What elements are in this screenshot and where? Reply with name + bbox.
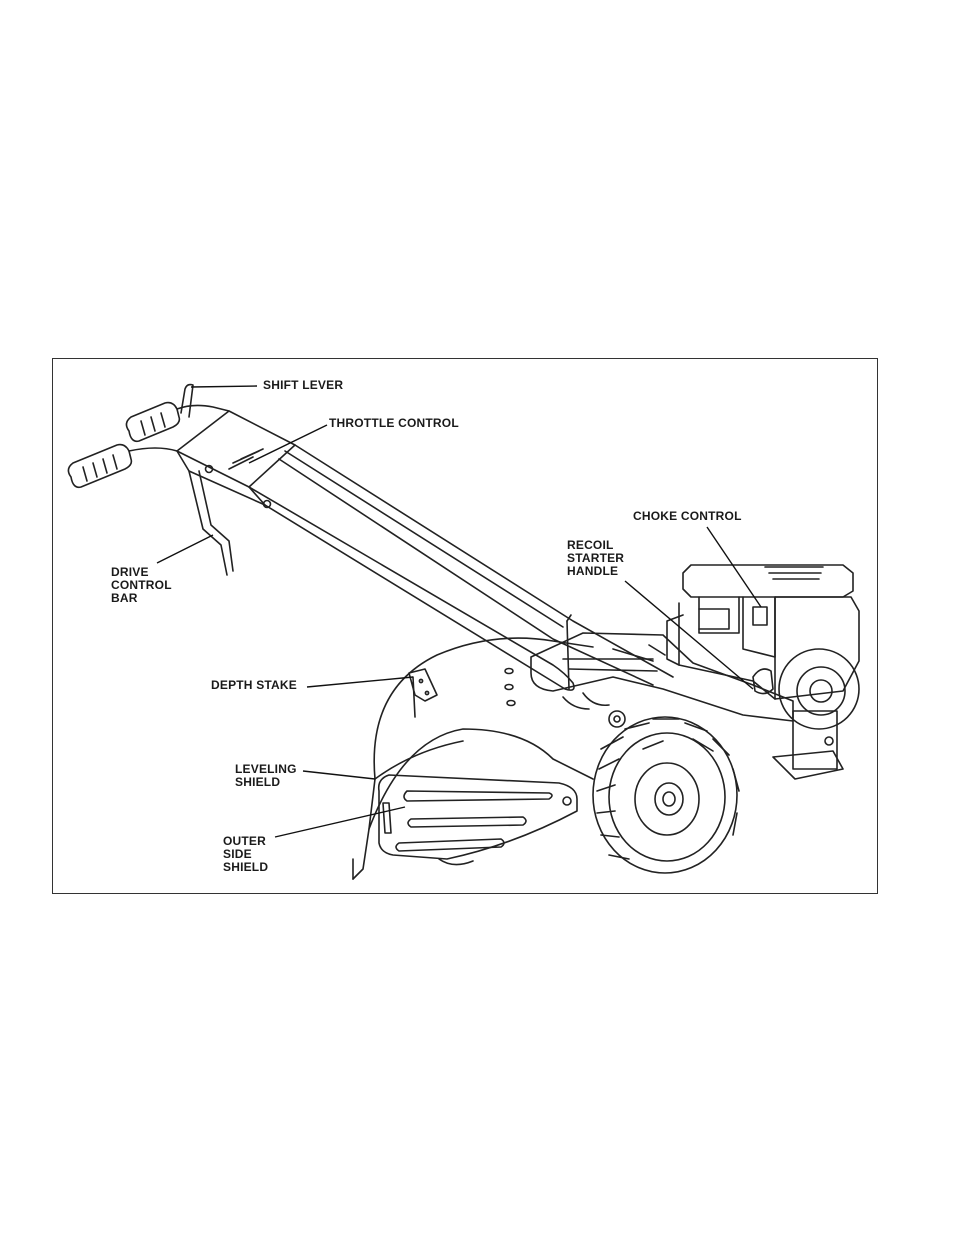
label-recoil-starter-line3: HANDLE [567,565,624,578]
label-drive-control-line3: BAR [111,592,172,605]
tine-hood [353,638,593,879]
engine [667,565,859,769]
label-choke-control: CHOKE CONTROL [633,510,742,523]
label-depth-stake: DEPTH STAKE [211,679,297,692]
handle-grips [68,403,229,488]
depth-stake [409,669,437,717]
label-choke-control-line1: CHOKE CONTROL [633,510,742,523]
leader-drive-control-bar [157,535,213,563]
leader-leveling-shield [303,771,375,779]
wheel [593,717,739,873]
label-depth-stake-line1: DEPTH STAKE [211,679,297,692]
label-leveling-shield: LEVELING SHIELD [235,763,297,789]
label-shift-lever-line1: SHIFT LEVER [263,379,343,392]
tiller-diagram-frame: SHIFT LEVER THROTTLE CONTROL CHOKE CONTR… [52,358,878,894]
shift-lever [181,385,193,418]
label-throttle-control: THROTTLE CONTROL [329,417,459,430]
label-outer-side-shield-line3: SHIELD [223,861,268,874]
label-recoil-starter-handle: RECOIL STARTER HANDLE [567,539,624,578]
outer-side-shield [379,775,577,865]
leader-shift-lever [191,386,257,387]
label-shift-lever: SHIFT LEVER [263,379,343,392]
label-throttle-control-line1: THROTTLE CONTROL [329,417,459,430]
label-leveling-shield-line2: SHIELD [235,776,297,789]
leader-choke-control [707,527,761,607]
drive-control-bar [189,471,233,575]
label-drive-control-bar: DRIVE CONTROL BAR [111,566,172,605]
tiller-illustration [53,359,879,895]
label-outer-side-shield: OUTER SIDE SHIELD [223,835,268,874]
